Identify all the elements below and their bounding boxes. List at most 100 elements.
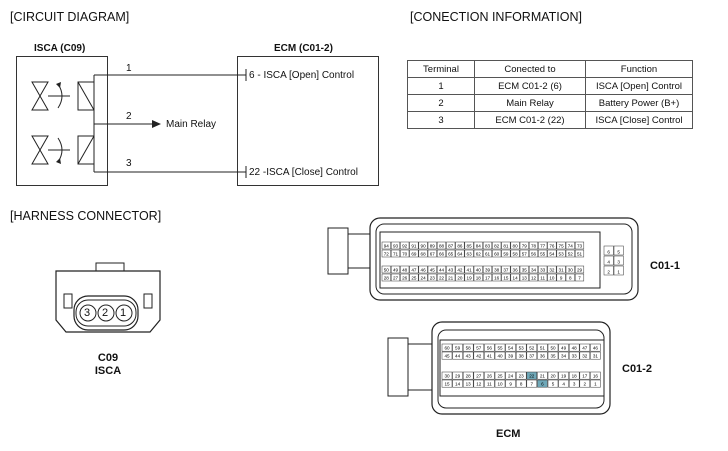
ecm-title: ECM (C01-2) bbox=[274, 43, 333, 54]
pin-number: 68 bbox=[421, 251, 427, 256]
pin-cell bbox=[510, 273, 520, 282]
pin-cell bbox=[519, 249, 529, 258]
pin-cell bbox=[501, 265, 511, 274]
pin-cell bbox=[494, 351, 506, 360]
pin-number: 29 bbox=[577, 267, 583, 272]
pin-number: 57 bbox=[476, 346, 482, 351]
pin-number: 84 bbox=[476, 243, 482, 248]
pin-cell bbox=[418, 249, 428, 258]
pin-number: 91 bbox=[411, 243, 417, 248]
pin-number: 7 bbox=[578, 275, 581, 280]
pin-number: 53 bbox=[519, 346, 525, 351]
header-terminal: Terminal bbox=[407, 60, 475, 78]
pin-cell bbox=[603, 245, 614, 256]
pin-cell bbox=[462, 371, 474, 380]
pin-number: 27 bbox=[476, 374, 482, 379]
header-function: Function bbox=[585, 60, 693, 78]
pin-number: 4 bbox=[607, 259, 610, 264]
pin-cell bbox=[452, 371, 463, 380]
pin-number: 83 bbox=[485, 243, 491, 248]
pin-number: 10 bbox=[497, 382, 503, 387]
cell-connected-to: ECM C01-2 (6) bbox=[474, 77, 586, 95]
pin-number: 25 bbox=[411, 275, 417, 280]
pin-number: 59 bbox=[455, 346, 461, 351]
pin-cell bbox=[556, 249, 566, 258]
pin-number: 26 bbox=[402, 275, 408, 280]
pin-number: 75 bbox=[559, 243, 565, 248]
pin-cell bbox=[590, 379, 601, 388]
pin-number: 43 bbox=[466, 354, 472, 359]
pin-number: 45 bbox=[444, 354, 450, 359]
pin-cell bbox=[409, 249, 419, 258]
pin-number: 3 bbox=[617, 259, 620, 264]
pin-cell bbox=[579, 371, 591, 380]
pin-number: 35 bbox=[550, 354, 556, 359]
pin-cell bbox=[590, 371, 601, 380]
pin-number: 8 bbox=[520, 382, 523, 387]
pin-cell bbox=[501, 273, 511, 282]
pin-number: 58 bbox=[466, 346, 472, 351]
pin-number: 53 bbox=[559, 251, 565, 256]
pin-cell bbox=[390, 273, 401, 282]
pin-number: 37 bbox=[529, 354, 535, 359]
pin-cell bbox=[579, 351, 591, 360]
pin-cell bbox=[492, 265, 502, 274]
pin-cell bbox=[528, 265, 539, 274]
pin-cell bbox=[482, 273, 493, 282]
pin-cell bbox=[436, 249, 447, 258]
pin-cell bbox=[390, 249, 401, 258]
pin-cell bbox=[519, 273, 529, 282]
table-row: 3 ECM C01-2 (22) ISCA [Close] Control bbox=[407, 111, 693, 129]
pin-cell bbox=[501, 241, 511, 250]
pin-cell bbox=[436, 241, 447, 250]
isca-title: ISCA (C09) bbox=[34, 43, 86, 54]
pin-cell bbox=[409, 241, 419, 250]
pin-number: 2 bbox=[584, 382, 587, 387]
pin-cell bbox=[381, 241, 391, 250]
pin-cell bbox=[436, 265, 447, 274]
pin-cell bbox=[526, 371, 538, 380]
pin-cell bbox=[526, 379, 538, 388]
pin-cell bbox=[381, 249, 391, 258]
header-connected-to: Conected to bbox=[474, 60, 586, 78]
pin-cell bbox=[473, 379, 485, 388]
pin-cell bbox=[441, 343, 453, 352]
pin-cell bbox=[473, 371, 485, 380]
pin-number: 92 bbox=[402, 243, 408, 248]
pin-number: 70 bbox=[402, 251, 408, 256]
pin-number: 18 bbox=[572, 374, 578, 379]
pin-number: 20 bbox=[457, 275, 463, 280]
pin-number: 81 bbox=[503, 243, 509, 248]
pin-cell bbox=[409, 265, 419, 274]
pin-number: 4 bbox=[562, 382, 565, 387]
pin-cell bbox=[547, 343, 559, 352]
pin-cell bbox=[455, 273, 465, 282]
pin-cell bbox=[519, 265, 529, 274]
pin-cell bbox=[565, 241, 575, 250]
pin-number: 35 bbox=[522, 267, 528, 272]
pin-number: 15 bbox=[444, 382, 450, 387]
pin-cell bbox=[400, 241, 410, 250]
pin-number: 11 bbox=[487, 382, 492, 387]
pin-cell bbox=[418, 265, 428, 274]
pin-number: 85 bbox=[467, 243, 473, 248]
pin-number: 41 bbox=[487, 354, 493, 359]
pin-cell bbox=[558, 379, 569, 388]
pin-number: 77 bbox=[540, 243, 546, 248]
cell-connected-to: ECM C01-2 (22) bbox=[474, 111, 586, 129]
pin-number: 51 bbox=[540, 346, 546, 351]
c09-name: C09 bbox=[97, 352, 119, 364]
pin-cell bbox=[464, 241, 474, 250]
pin-cell bbox=[574, 249, 585, 258]
pin-cell bbox=[547, 249, 557, 258]
pin-cell bbox=[418, 273, 428, 282]
pin-number: 5 bbox=[617, 249, 620, 254]
pin-number: 40 bbox=[476, 267, 482, 272]
pin-cell bbox=[390, 241, 401, 250]
pin-number: 60 bbox=[444, 346, 450, 351]
pin-cell bbox=[613, 245, 624, 256]
pin-cell bbox=[441, 379, 453, 388]
pin-number: 74 bbox=[568, 243, 574, 248]
pin-cell bbox=[418, 241, 428, 250]
